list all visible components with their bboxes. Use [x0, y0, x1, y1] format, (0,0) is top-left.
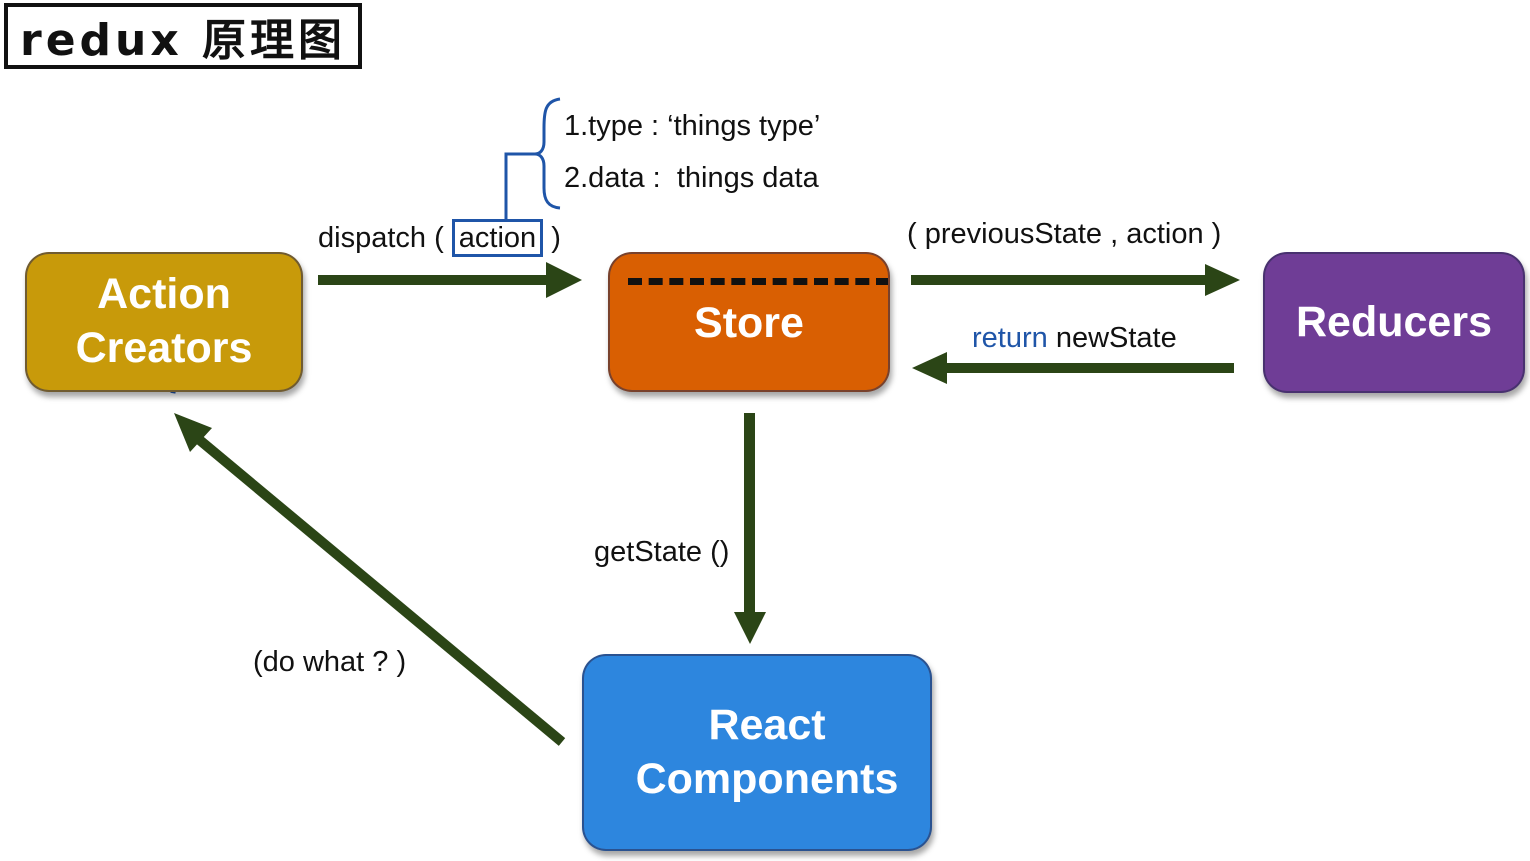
get-state-arrow — [734, 413, 766, 644]
action-field-data: 2.data : things data — [564, 162, 819, 194]
do-what-label: (do what ? ) — [253, 646, 407, 678]
react-components-node[interactable]: React Components — [582, 654, 932, 851]
react-components-label-line2: Components — [635, 754, 899, 803]
dispatch-prefix: dispatch ( — [318, 222, 444, 254]
get-state-label: getState () — [594, 536, 730, 568]
action-creators-node[interactable]: Action Creators — [25, 252, 303, 392]
from-reducers-arrow — [912, 352, 1234, 384]
diagram-title-box: redux 原理图 — [4, 3, 362, 69]
store-dashed-line — [628, 278, 888, 285]
from-reducers-label: return newState — [972, 322, 1177, 355]
to-reducers-label: ( previousState , action ) — [907, 218, 1222, 250]
dispatch-suffix: ) — [551, 222, 561, 254]
action-creators-label-line1: Action — [97, 270, 231, 319]
to-reducers-arrow — [911, 264, 1240, 296]
diagram-title: redux 原理图 — [20, 15, 347, 66]
store-label: Store — [694, 299, 804, 348]
action-creators-label-line2: Creators — [75, 324, 253, 372]
action-brace — [504, 97, 561, 222]
do-what-arrow — [174, 413, 566, 746]
reducers-label: Reducers — [1296, 297, 1492, 346]
return-keyword: return — [972, 322, 1048, 354]
action-field-type: 1.type : ‘things type’ — [564, 110, 821, 142]
dispatch-arrow — [318, 262, 582, 298]
store-node[interactable]: Store — [608, 252, 890, 392]
dispatch-label: dispatch ( action ) — [318, 219, 561, 257]
react-components-label-line1: React — [708, 700, 826, 749]
dispatch-action-box: action — [451, 219, 544, 257]
new-state-text: newState — [1055, 322, 1177, 354]
reducers-node[interactable]: Reducers — [1263, 252, 1525, 393]
